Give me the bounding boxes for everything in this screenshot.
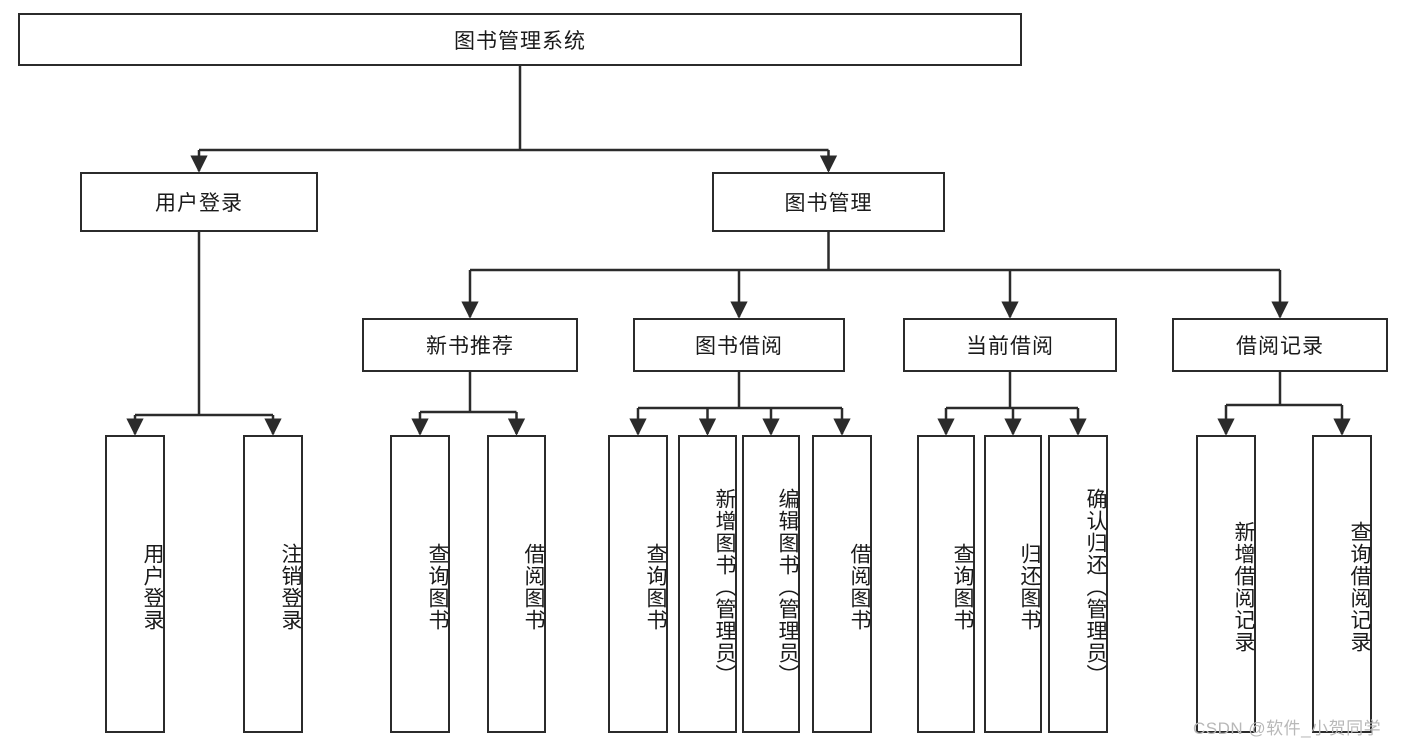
node-label: 图书管理 bbox=[784, 192, 873, 215]
node-label: 查询图书 bbox=[951, 543, 974, 631]
node-label: 借阅记录 bbox=[1236, 335, 1324, 358]
leaf-logout[interactable]: 注销登录 bbox=[243, 435, 303, 733]
node-label: 新书推荐 bbox=[426, 335, 514, 358]
node-label: 注销登录 bbox=[279, 543, 302, 631]
node-label: 新增图书（管理员） bbox=[713, 488, 736, 686]
leaf-return-book[interactable]: 归还图书 bbox=[984, 435, 1042, 733]
node-label: 图书管理系统 bbox=[454, 29, 586, 53]
leaf-query-borrow-record[interactable]: 查询借阅记录 bbox=[1312, 435, 1372, 733]
node-new-book-recommend[interactable]: 新书推荐 bbox=[362, 318, 578, 372]
node-label: 用户登录 bbox=[141, 543, 164, 631]
node-book-borrow[interactable]: 图书借阅 bbox=[633, 318, 845, 372]
csdn-watermark: CSDN @软件_小贺同学 bbox=[1193, 719, 1382, 738]
node-book-management[interactable]: 图书管理 bbox=[712, 172, 945, 232]
leaf-add-book-admin[interactable]: 新增图书（管理员） bbox=[678, 435, 737, 733]
node-label: 确认归还（管理员） bbox=[1084, 488, 1107, 686]
leaf-edit-book-admin[interactable]: 编辑图书（管理员） bbox=[742, 435, 800, 733]
leaf-user-login[interactable]: 用户登录 bbox=[105, 435, 165, 733]
node-label: 查询借阅记录 bbox=[1348, 521, 1371, 653]
leaf-query-book-recommend[interactable]: 查询图书 bbox=[390, 435, 450, 733]
leaf-borrow-book-recommend[interactable]: 借阅图书 bbox=[487, 435, 546, 733]
node-label: 用户登录 bbox=[155, 192, 243, 215]
leaf-borrow-book[interactable]: 借阅图书 bbox=[812, 435, 872, 733]
node-label: 借阅图书 bbox=[848, 543, 871, 631]
node-label: 查询图书 bbox=[426, 543, 449, 631]
node-label: 查询图书 bbox=[644, 543, 667, 631]
node-user-login[interactable]: 用户登录 bbox=[80, 172, 318, 232]
leaf-add-borrow-record[interactable]: 新增借阅记录 bbox=[1196, 435, 1256, 733]
node-root[interactable]: 图书管理系统 bbox=[18, 13, 1022, 66]
leaf-query-book-borrow[interactable]: 查询图书 bbox=[608, 435, 668, 733]
node-label: 图书借阅 bbox=[695, 335, 783, 358]
leaf-confirm-return-admin[interactable]: 确认归还（管理员） bbox=[1048, 435, 1108, 733]
node-borrow-record[interactable]: 借阅记录 bbox=[1172, 318, 1388, 372]
node-label: 借阅图书 bbox=[522, 543, 545, 631]
node-label: 当前借阅 bbox=[966, 335, 1054, 358]
node-current-borrow[interactable]: 当前借阅 bbox=[903, 318, 1117, 372]
node-label: 编辑图书（管理员） bbox=[776, 488, 799, 686]
node-label: 新增借阅记录 bbox=[1232, 521, 1255, 653]
node-label: 归还图书 bbox=[1018, 543, 1041, 631]
leaf-query-book-current[interactable]: 查询图书 bbox=[917, 435, 975, 733]
